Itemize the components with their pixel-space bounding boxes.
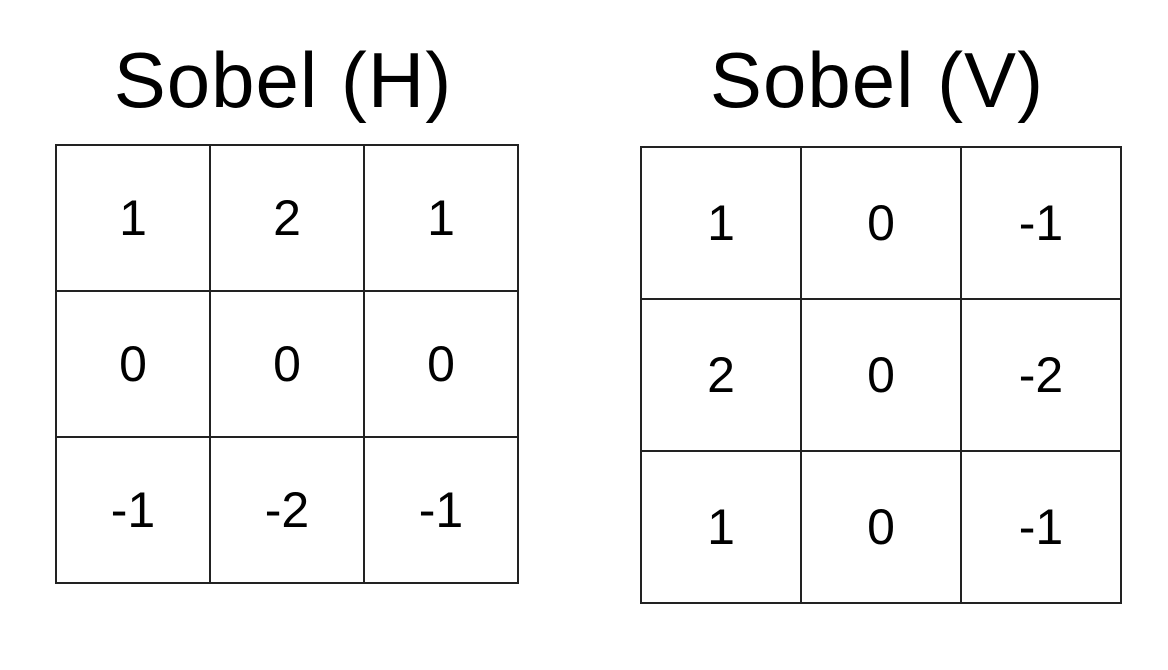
matrix-cell: 1: [640, 146, 802, 300]
matrix-cell: 2: [640, 298, 802, 452]
matrix-cell: 1: [55, 144, 211, 292]
sobel-vertical-panel: Sobel (V) 1 0 -1 2 0 -2 1 0 -1: [640, 30, 1122, 604]
matrix-cell: -2: [209, 436, 365, 584]
matrix-cell: 0: [800, 146, 962, 300]
sobel-horizontal-panel: Sobel (H) 1 2 1 0 0 0 -1 -2 -1: [55, 30, 519, 584]
matrix-cell: -1: [55, 436, 211, 584]
matrix-cell: -1: [960, 450, 1122, 604]
matrix-row: -1 -2 -1: [55, 436, 519, 584]
matrix-cell: 0: [800, 450, 962, 604]
matrix-cell: 0: [55, 290, 211, 438]
matrix-cell: 0: [800, 298, 962, 452]
kernel-matrix: 1 0 -1 2 0 -2 1 0 -1: [640, 146, 1122, 604]
matrix-cell: 2: [209, 144, 365, 292]
matrix-cell: 1: [363, 144, 519, 292]
matrix-cell: 0: [363, 290, 519, 438]
matrix-cell: -1: [960, 146, 1122, 300]
matrix-row: 1 0 -1: [640, 450, 1122, 604]
kernel-title: Sobel (H): [113, 36, 453, 124]
matrix-row: 2 0 -2: [640, 298, 1122, 452]
matrix-cell: 0: [209, 290, 365, 438]
kernel-title: Sobel (V): [709, 36, 1045, 124]
matrix-cell: -2: [960, 298, 1122, 452]
matrix-row: 1 2 1: [55, 144, 519, 292]
matrix-cell: -1: [363, 436, 519, 584]
matrix-row: 0 0 0: [55, 290, 519, 438]
kernel-matrix: 1 2 1 0 0 0 -1 -2 -1: [55, 144, 519, 584]
matrix-row: 1 0 -1: [640, 146, 1122, 300]
matrix-cell: 1: [640, 450, 802, 604]
